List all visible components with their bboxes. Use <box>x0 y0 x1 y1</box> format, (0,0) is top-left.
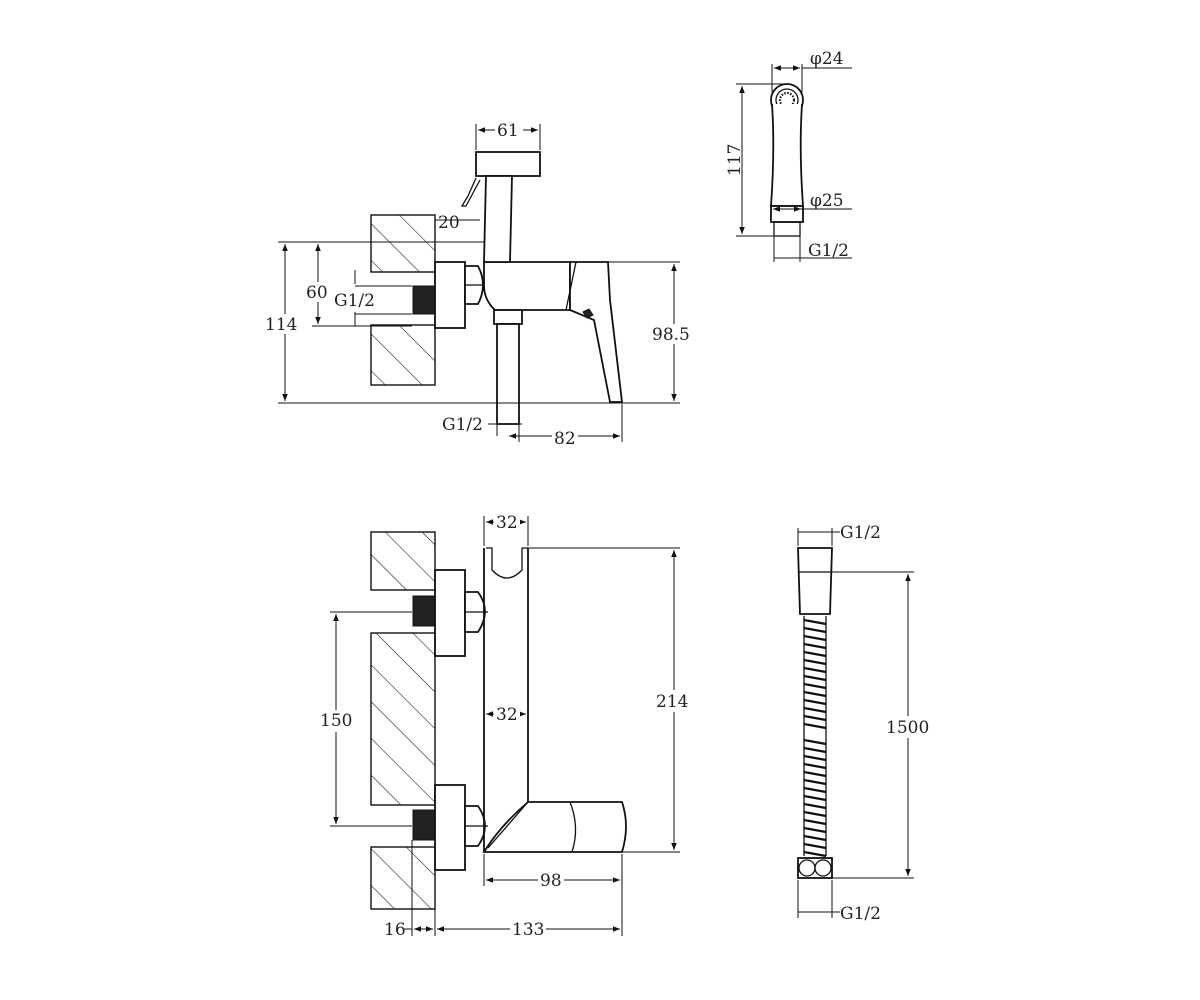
lever-handle <box>569 261 624 403</box>
spout-body <box>482 801 627 853</box>
dim-total-depth: 133 <box>512 920 544 940</box>
dim-shower-length: 117 <box>725 144 745 176</box>
shower-handle <box>770 103 804 207</box>
upper-thread <box>412 595 436 627</box>
dim-total-height: 214 <box>656 692 688 712</box>
lower-flange <box>434 784 466 871</box>
valve-body <box>483 261 571 311</box>
outlet-pipe <box>496 323 520 425</box>
dim-hand-width: 61 <box>497 121 519 141</box>
dim-shower-thread: G1/2 <box>808 241 849 261</box>
mounting-flange <box>434 261 466 329</box>
wall-section-bottom <box>370 324 436 386</box>
dim-hose-bottom-thread: G1/2 <box>840 904 881 924</box>
shower-thread <box>773 221 801 237</box>
dim-body-height: 98.5 <box>652 325 690 345</box>
hose-holder-hook <box>486 547 528 579</box>
dim-center-60: 60 <box>306 283 328 303</box>
dim-centers-150: 150 <box>320 711 352 731</box>
shower-head-nozzles <box>778 91 796 109</box>
lower-thread <box>412 809 436 841</box>
wall-block-3 <box>370 846 436 910</box>
dim-hose-length: 1500 <box>886 718 929 738</box>
dim-outlet-thread: G1/2 <box>442 415 483 435</box>
dim-wall-offset: 16 <box>384 920 406 940</box>
dim-inlet-thread: G1/2 <box>334 291 375 311</box>
dim-neck-diameter: φ25 <box>810 191 844 211</box>
hose-spiral <box>803 616 827 858</box>
wall-block-2 <box>370 632 436 806</box>
hose-top-connector <box>797 547 833 615</box>
dim-holder-offset: 32 <box>496 513 518 533</box>
wall-section-top <box>370 214 436 273</box>
dim-hose-top-thread: G1/2 <box>840 523 881 543</box>
upper-flange <box>434 569 466 657</box>
dim-lever-offset: 20 <box>438 213 460 233</box>
holder-stem <box>483 175 513 263</box>
front-view: 32 32 214 150 98 16 133 <box>320 512 690 940</box>
shower-neck <box>770 205 804 223</box>
trigger-lever <box>460 177 481 207</box>
dim-height-114: 114 <box>265 315 297 335</box>
side-view: 61 20 114 60 G1/2 98.5 G1/2 <box>265 120 694 449</box>
dim-body-offset: 32 <box>496 705 518 725</box>
hose-view: G1/2 1500 G1/2 <box>797 523 930 924</box>
dim-head-diameter: φ24 <box>810 49 844 69</box>
inlet-thread <box>412 285 436 315</box>
wall-block-1 <box>370 531 436 591</box>
outlet-connector <box>493 309 523 325</box>
dim-depth-82: 82 <box>554 429 576 449</box>
holder-top <box>475 151 541 177</box>
dim-spout-length: 98 <box>540 871 562 891</box>
hand-shower-view: φ24 117 φ25 G1/2 <box>725 49 852 262</box>
